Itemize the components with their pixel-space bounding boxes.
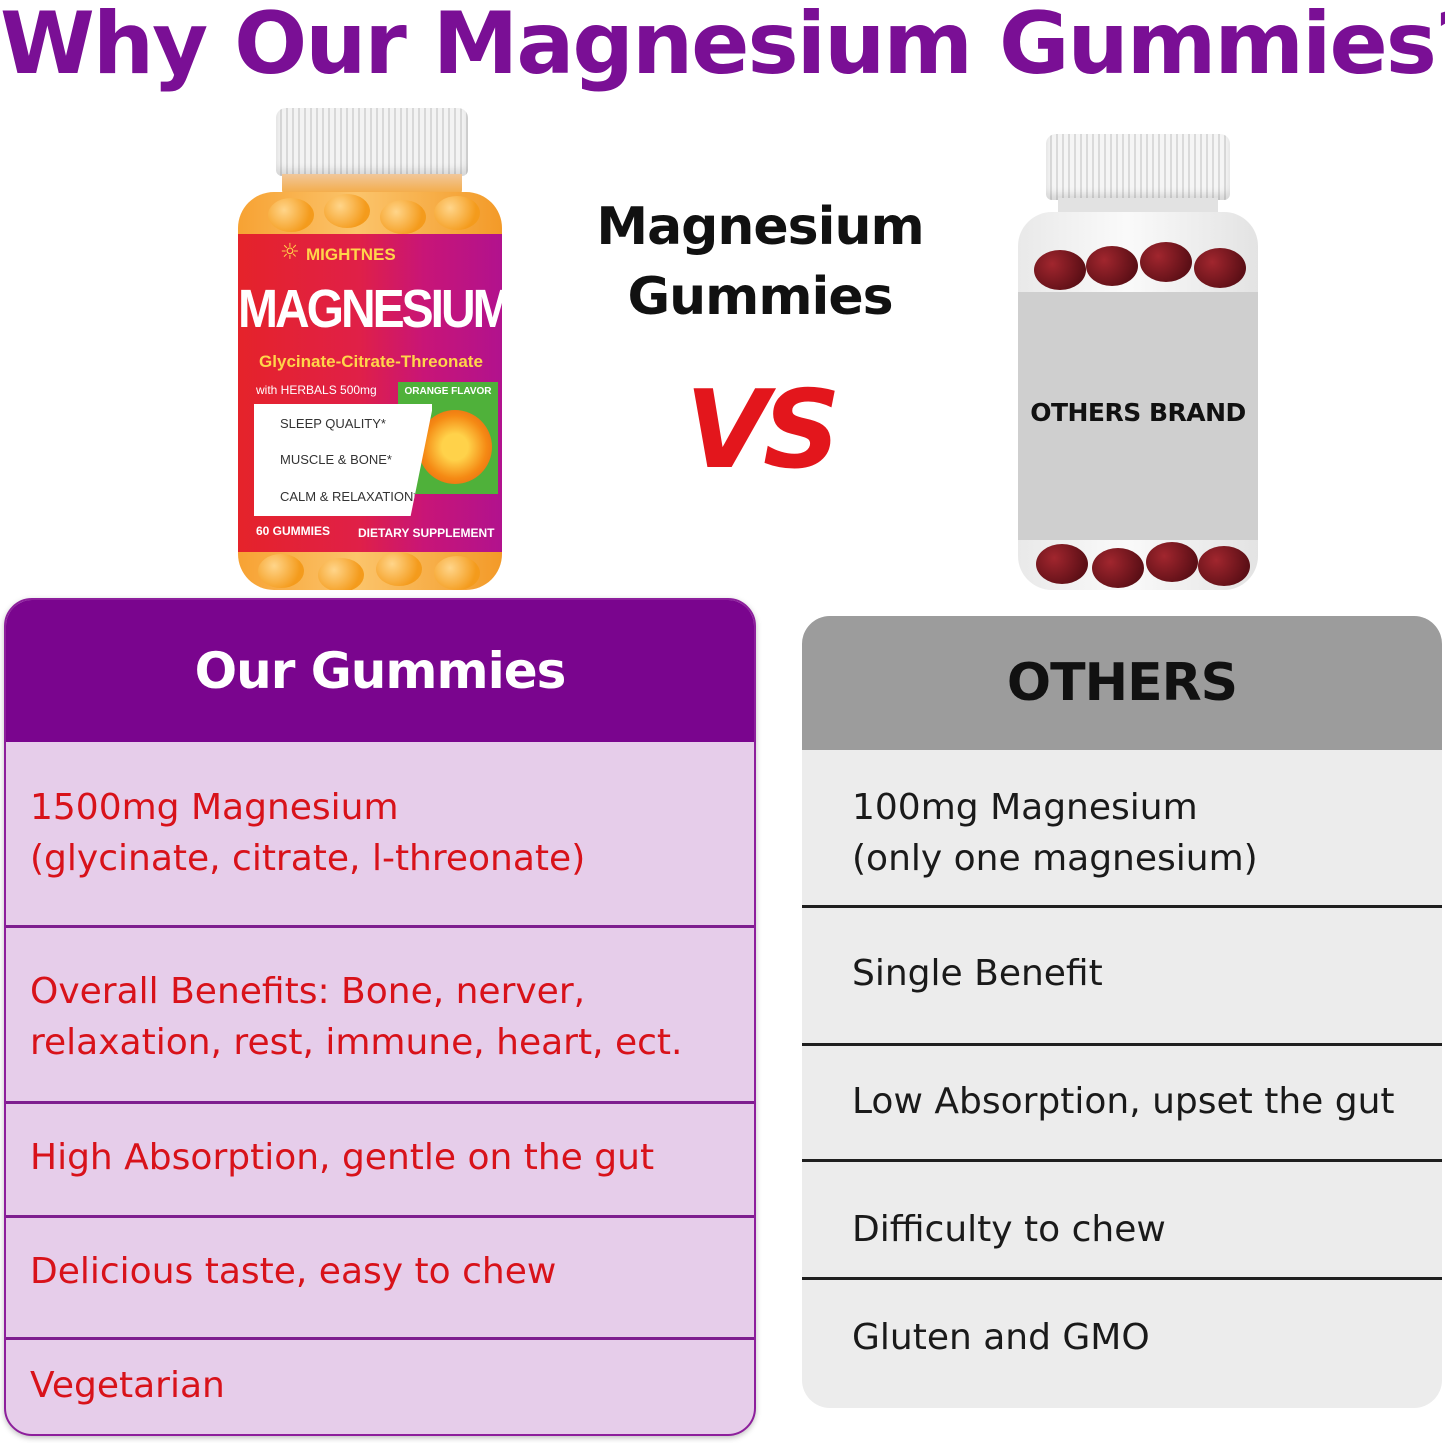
- center-label: Magnesium Gummies: [596, 197, 924, 327]
- our-gummies-panel: Our Gummies 1500mg Magnesium (glycinate,…: [4, 598, 756, 1436]
- bottle-jar: ☼ MIGHTNES MAGNESIUM Glycinate-Citrate-T…: [238, 192, 502, 590]
- list-item: Low Absorption, upset the gut: [802, 1046, 1442, 1162]
- others-label: OTHERS BRAND: [1018, 292, 1258, 540]
- orange-slice-icon: [418, 410, 492, 484]
- brand-name: MIGHTNES: [306, 245, 396, 264]
- supplement-type: DIETARY SUPPLEMENT: [358, 526, 495, 540]
- bottle-cap: [1046, 134, 1230, 200]
- others-panel: OTHERS 100mg Magnesium (only one magnesi…: [802, 616, 1442, 1408]
- list-item: Delicious taste, easy to chew: [6, 1218, 754, 1340]
- bottle-cap: [276, 108, 468, 176]
- others-label-text: OTHERS BRAND: [1030, 398, 1246, 427]
- gummy-count: 60 GUMMIES: [256, 524, 331, 538]
- sun-logo-icon: ☼: [280, 240, 300, 265]
- list-item: Vegetarian: [30, 1365, 225, 1406]
- benefit-item: MUSCLE & BONE*: [280, 452, 392, 467]
- list-item: Overall Benefits: Bone, nerver, relaxati…: [6, 928, 754, 1104]
- list-item: 1500mg Magnesium (glycinate, citrate, l-…: [6, 742, 754, 928]
- our-panel-title: Our Gummies: [6, 600, 754, 742]
- benefit-item: CALM & RELAXATION*: [280, 489, 419, 504]
- bottle-jar: OTHERS BRAND: [1018, 212, 1258, 590]
- benefit-item: SLEEP QUALITY*: [280, 416, 386, 431]
- others-bottle: OTHERS BRAND: [1018, 134, 1258, 590]
- list-item: High Absorption, gentle on the gut: [6, 1104, 754, 1218]
- label-subtitle: Glycinate-Citrate-Threonate: [259, 352, 483, 371]
- headline: Why Our Magnesium Gummies?: [0, 0, 1445, 94]
- our-product-bottle: ☼ MIGHTNES MAGNESIUM Glycinate-Citrate-T…: [236, 108, 504, 590]
- label-herbals: with HERBALS 500mg: [256, 383, 377, 397]
- list-item: 100mg Magnesium (only one magnesium): [802, 750, 1442, 908]
- list-item: Gluten and GMO: [852, 1317, 1150, 1358]
- benefit-list: SLEEP QUALITY* MUSCLE & BONE* CALM & REL…: [254, 404, 432, 516]
- list-item: Difficulty to chew: [802, 1162, 1442, 1280]
- product-label: ☼ MIGHTNES MAGNESIUM Glycinate-Citrate-T…: [238, 234, 502, 552]
- others-panel-title: OTHERS: [802, 616, 1442, 750]
- label-title: MAGNESIUM: [238, 279, 502, 340]
- vs-text: VS: [685, 368, 840, 493]
- list-item: Single Benefit: [802, 908, 1442, 1046]
